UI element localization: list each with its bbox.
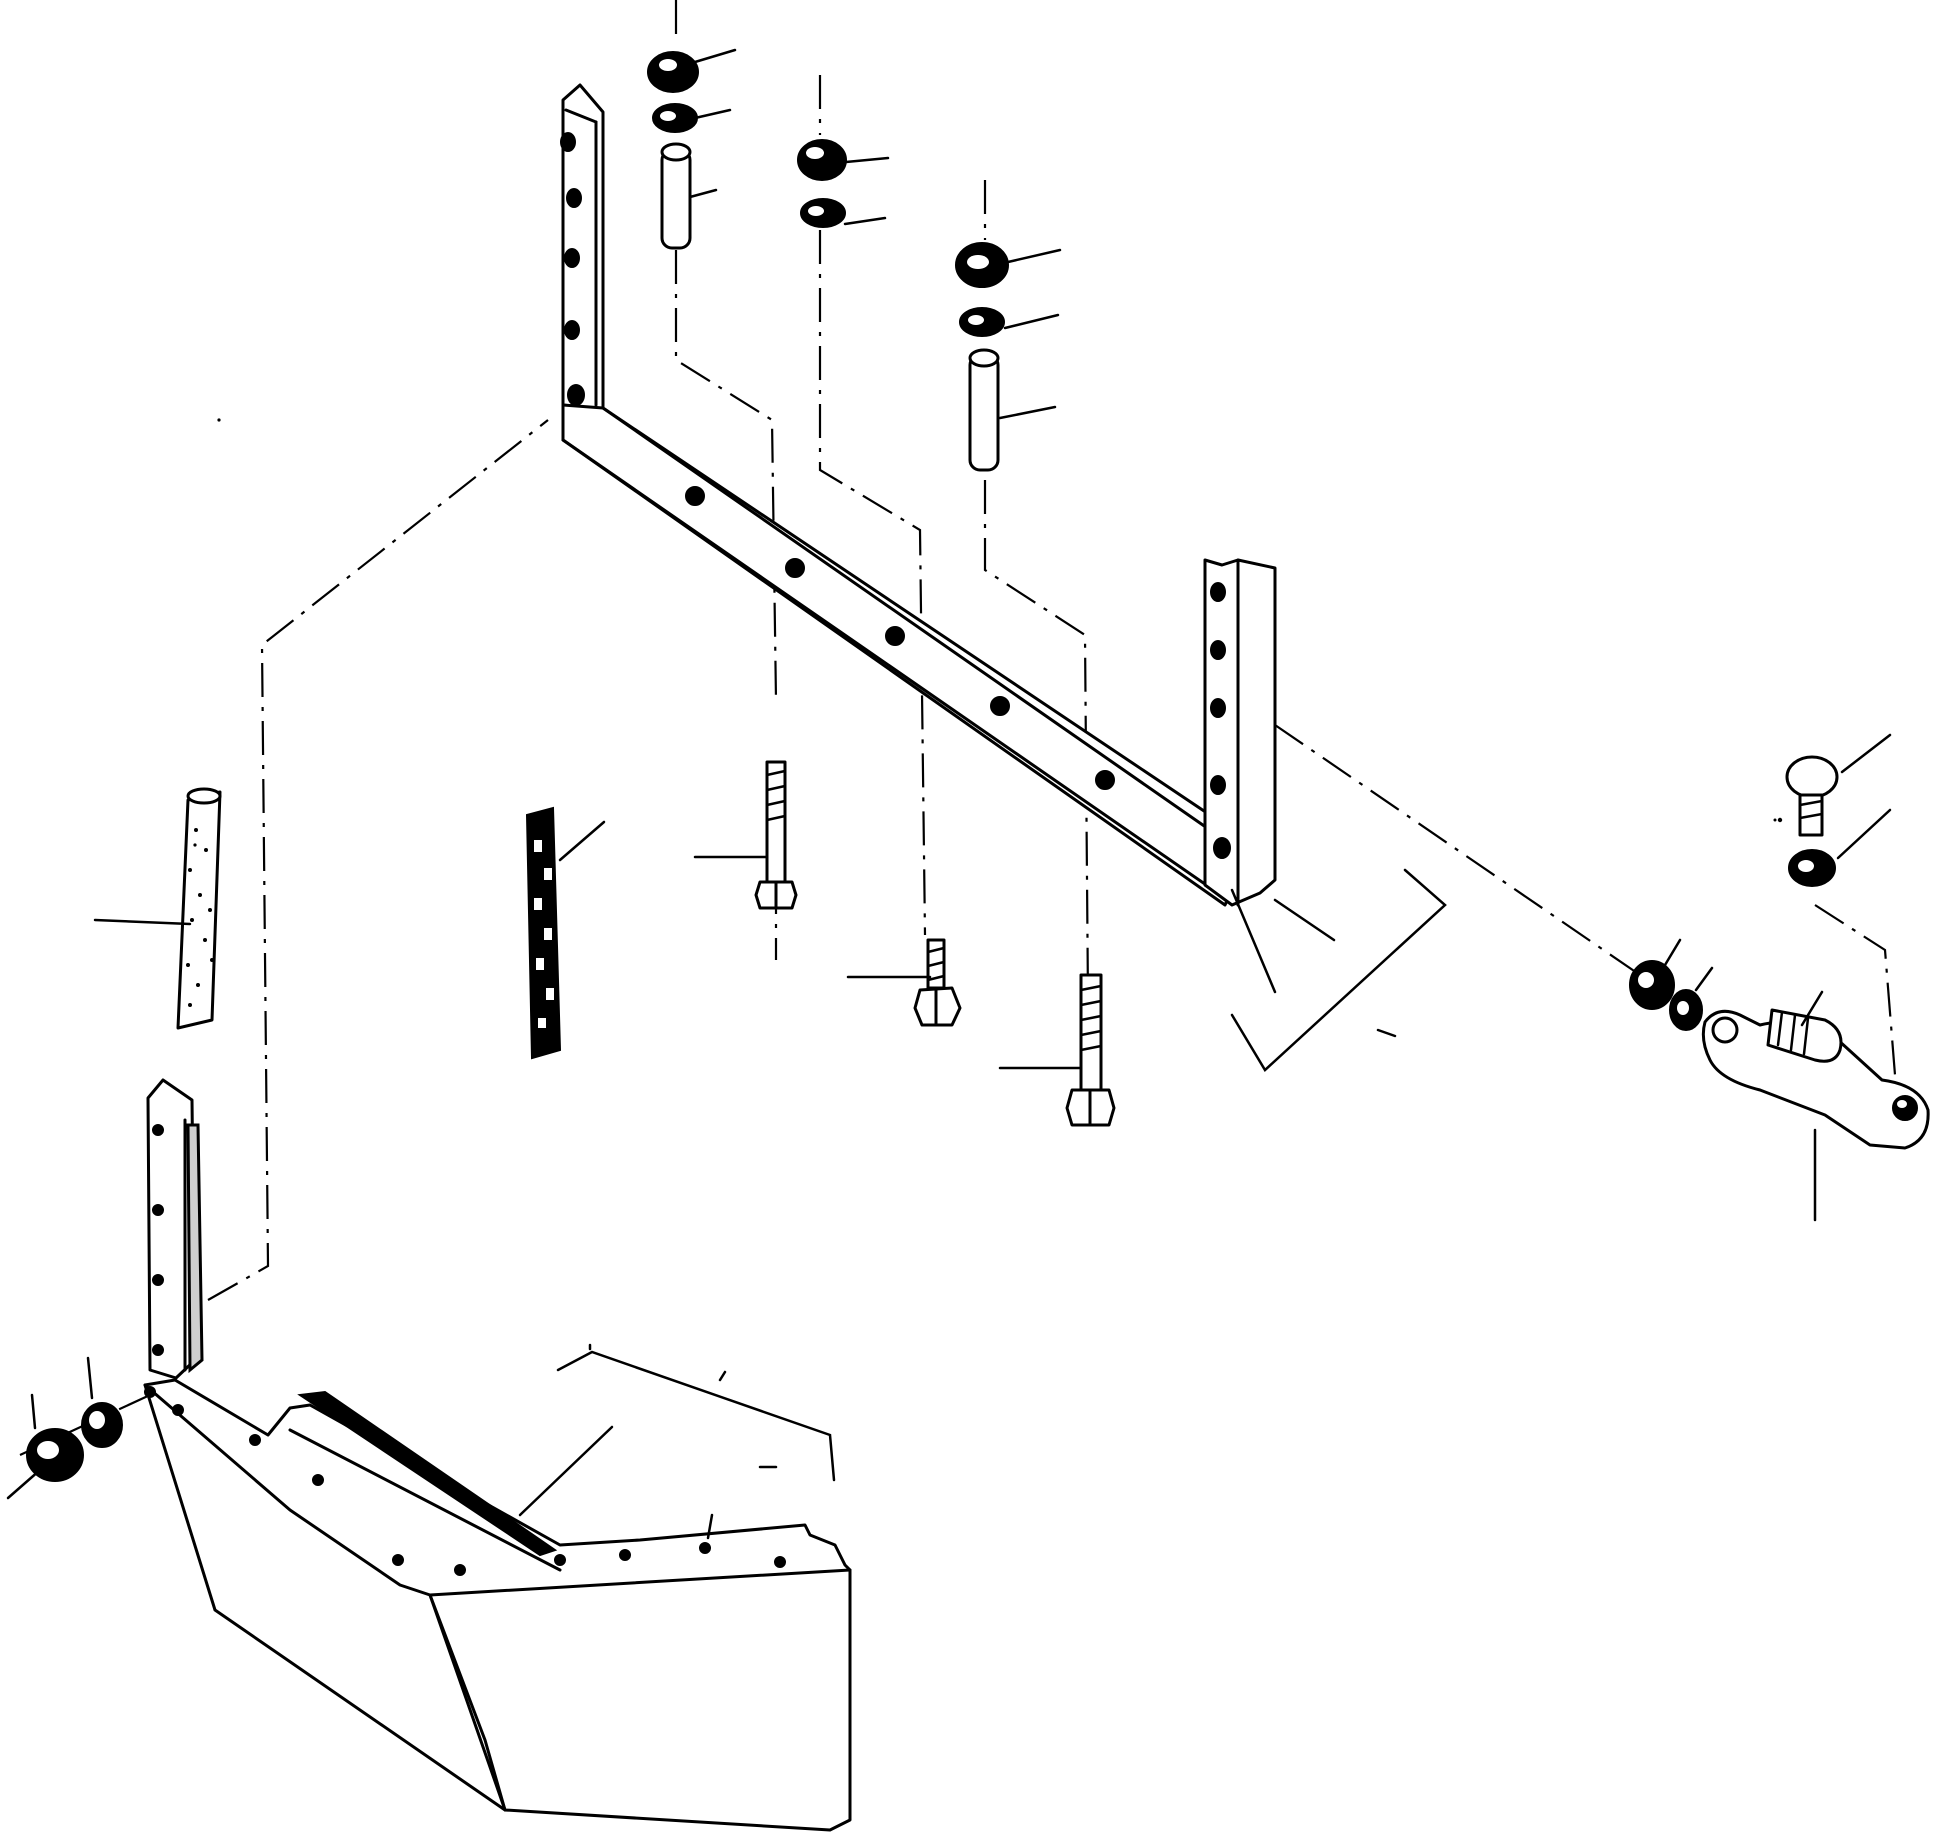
right-post-studs bbox=[1210, 582, 1231, 859]
upper-spacer-c bbox=[968, 348, 1000, 472]
upper-washer-a bbox=[652, 103, 698, 133]
reinforcement-bar-mid bbox=[525, 806, 562, 1060]
hinge-washer bbox=[1788, 849, 1836, 887]
upper-nut-a bbox=[647, 51, 699, 93]
hinge-bolt bbox=[1785, 755, 1839, 837]
scan-marks bbox=[217, 418, 1783, 823]
bumper-holes bbox=[144, 1386, 786, 1576]
rear-frame-bracket bbox=[560, 83, 1277, 907]
upper-washer-b bbox=[800, 198, 846, 228]
corner-nut bbox=[26, 1428, 84, 1482]
long-bolt-a bbox=[754, 760, 798, 910]
short-bolt-b bbox=[913, 938, 962, 1027]
upper-nut-b bbox=[797, 139, 847, 181]
hinge-washer-2 bbox=[1669, 989, 1703, 1031]
rear-post-studs bbox=[560, 132, 585, 406]
upper-nut-c bbox=[955, 242, 1009, 288]
callout-leaders bbox=[6, 48, 1892, 1540]
corner-washer bbox=[81, 1402, 123, 1448]
reinforcement-bar-left bbox=[176, 787, 222, 1030]
hinge-bracket bbox=[1701, 1008, 1930, 1150]
side-frame-bracket bbox=[146, 1078, 204, 1380]
hinge-nut bbox=[1629, 960, 1675, 1010]
rail-studs bbox=[685, 486, 1115, 790]
center-lines bbox=[19, 0, 1897, 1456]
bumper-weight bbox=[143, 1378, 852, 1832]
long-bolt-c bbox=[1065, 973, 1116, 1127]
upper-washer-c bbox=[959, 307, 1005, 337]
upper-spacer-a bbox=[660, 142, 692, 250]
